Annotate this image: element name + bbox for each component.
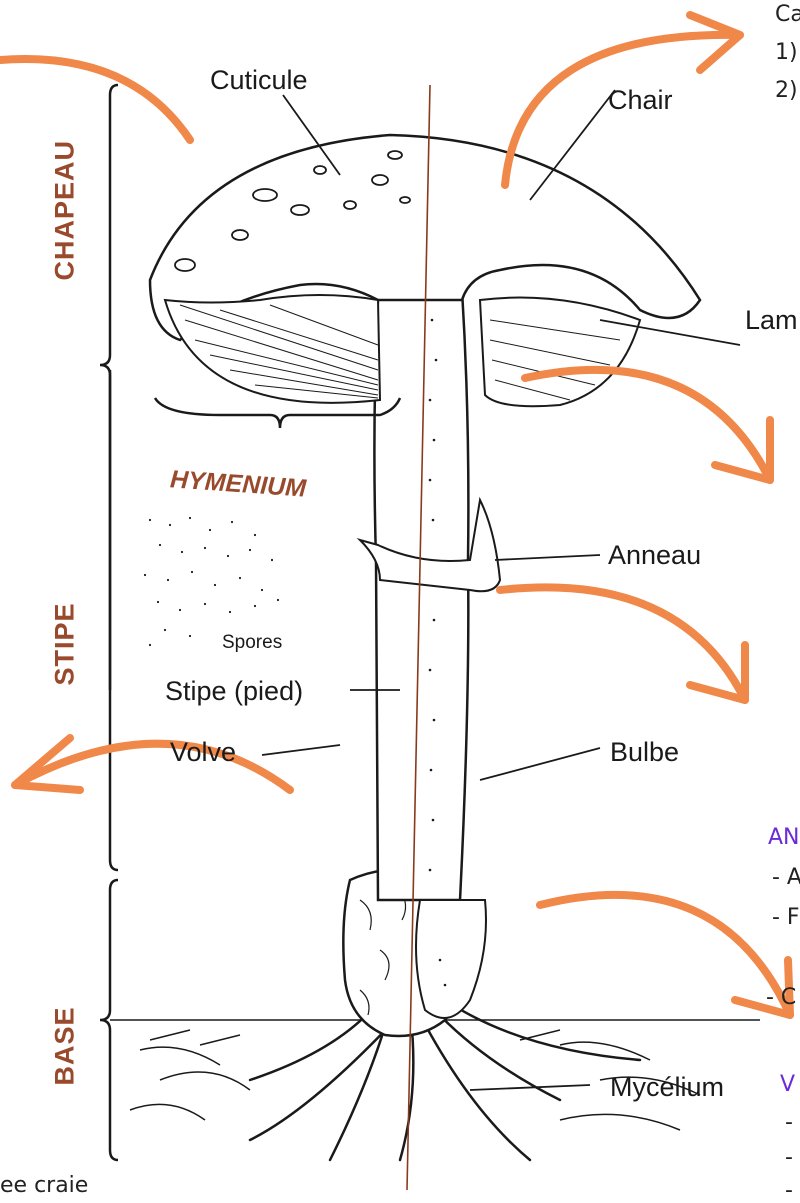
note-dash-1: - xyxy=(785,1110,793,1135)
note-dash-2: - xyxy=(785,1145,793,1170)
note-a: - A xyxy=(772,865,800,890)
note-an: AN xyxy=(768,825,800,850)
section-stipe: STIPE xyxy=(50,606,81,686)
bulbe-shape xyxy=(416,900,486,1018)
label-bulbe: Bulbe xyxy=(610,737,679,768)
note-ca: Ca xyxy=(775,2,800,27)
section-base: BASE xyxy=(50,1016,81,1086)
spores-dots xyxy=(144,517,279,646)
mycelium-roots xyxy=(250,1000,640,1160)
label-volve: Volve xyxy=(170,737,236,768)
note-2: 2) xyxy=(775,78,798,103)
label-anneau: Anneau xyxy=(608,540,701,571)
label-spores: Spores xyxy=(222,632,282,654)
note-1: 1) xyxy=(775,40,798,65)
label-stipe-pied: Stipe (pied) xyxy=(165,676,303,707)
label-mycelium: Mycélium xyxy=(610,1072,724,1103)
note-footer: ee craie xyxy=(0,1173,88,1198)
note-v: V xyxy=(780,1072,795,1097)
gills-right xyxy=(480,298,640,407)
label-chair: Chair xyxy=(608,85,673,116)
note-c: - C xyxy=(766,985,796,1010)
note-dash-3: - xyxy=(785,1178,793,1203)
note-f: - F xyxy=(772,905,800,930)
section-chapeau: CHAPEAU xyxy=(50,161,81,281)
label-lamelles: Lam xyxy=(745,305,798,336)
label-cuticule: Cuticule xyxy=(210,65,308,96)
